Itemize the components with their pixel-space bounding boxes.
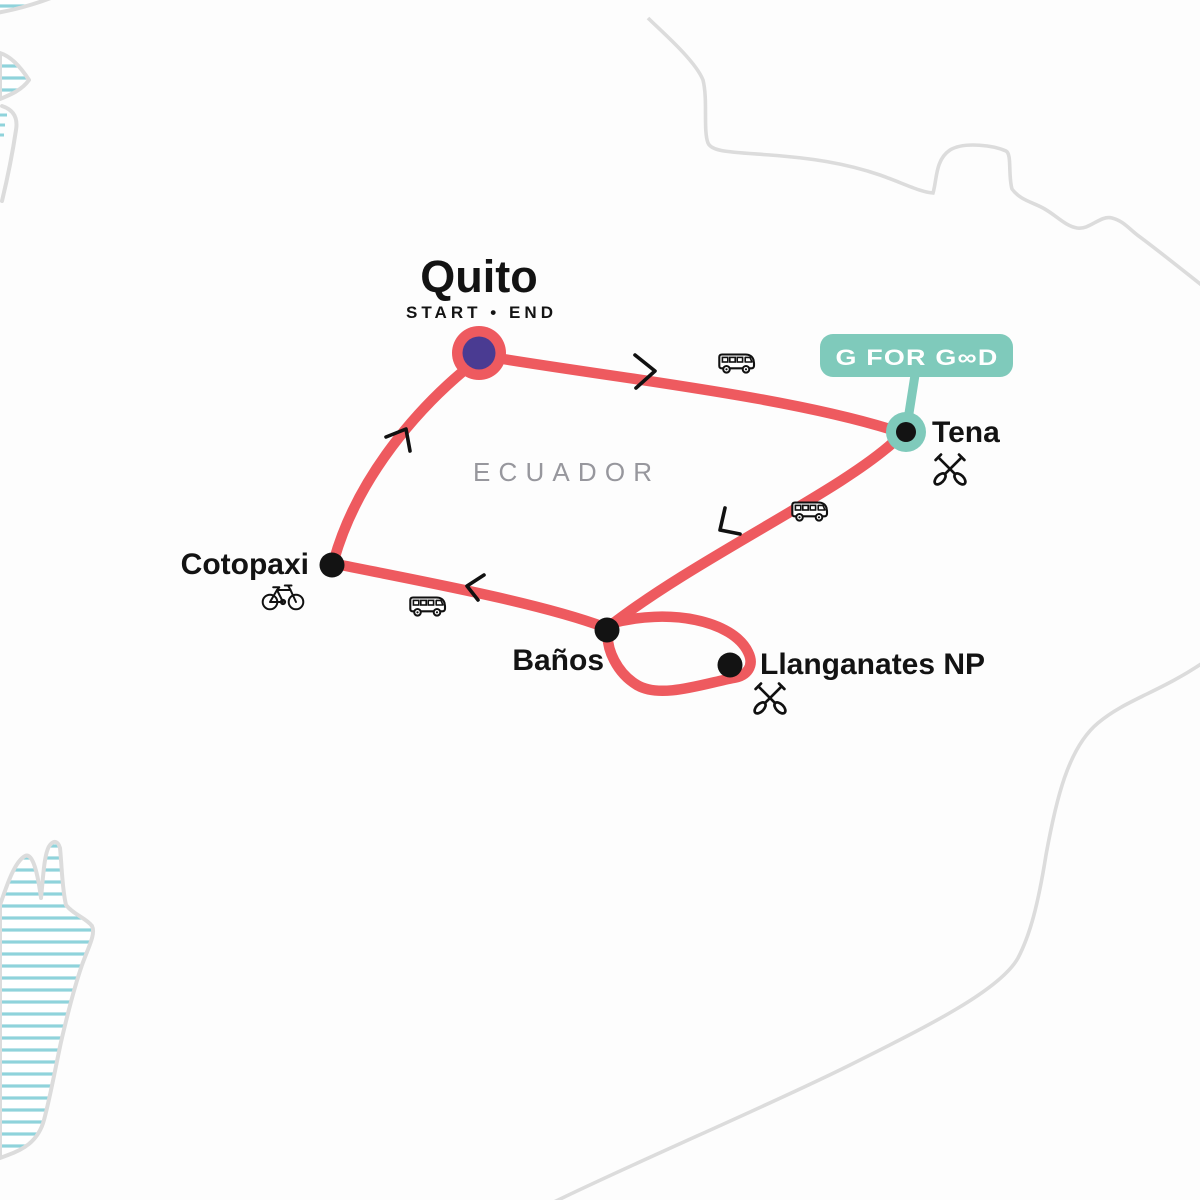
river-hatch-dashes (0, 113, 7, 137)
route-banos-llanganates-loop (602, 611, 756, 697)
route-cotopaxi-quito (328, 354, 483, 566)
quito-start-end-label: START • END (406, 303, 556, 322)
bus-icon (409, 596, 447, 617)
bus-icon (718, 353, 756, 374)
stop-markers (319, 326, 926, 678)
region-label: ECUADOR (473, 457, 659, 487)
paddles-icon (752, 682, 788, 716)
coastline-top-left (0, 0, 52, 15)
route-arrow-west (465, 573, 486, 602)
quito-label: Quito (420, 251, 537, 302)
quito-marker-core (462, 336, 496, 370)
badge-label: G FOR G∞D (836, 345, 999, 370)
bicycle-icon (261, 584, 305, 611)
stop-labels: Quito START • END Tena Baños Llanganates… (181, 251, 1000, 681)
llanganates-marker (717, 652, 743, 678)
tena-marker-dot (896, 422, 916, 442)
direction-arrows (384, 353, 742, 602)
route-banos-cotopaxi (330, 558, 610, 633)
route-quito-tena (473, 349, 905, 438)
banos-marker (594, 617, 620, 643)
quito-start-end-marker (452, 326, 506, 380)
bus-icon (791, 501, 829, 522)
river-line (0, 104, 19, 203)
g-for-good-badge: G FOR G∞D (820, 334, 1013, 431)
water-area-peninsula (0, 51, 31, 101)
tour-route (328, 349, 905, 697)
llanganates-label: Llanganates NP (760, 648, 985, 681)
route-arrow-north (384, 427, 412, 453)
tena-marker (886, 412, 926, 452)
paddles-icon (932, 453, 968, 487)
route-arrow-southwest (718, 506, 742, 536)
cotopaxi-label: Cotopaxi (181, 548, 309, 581)
route-arrow-east (633, 353, 657, 390)
route-tena-banos (605, 431, 905, 631)
country-border-north (646, 16, 1200, 287)
banos-label: Baños (512, 644, 604, 677)
water-area-gulf (0, 839, 95, 1160)
tena-label: Tena (932, 416, 1000, 449)
badge-pill (820, 334, 1013, 377)
water-area-top-corner (0, 0, 41, 10)
country-border-southeast (553, 662, 1200, 1200)
cotopaxi-marker (319, 552, 345, 578)
